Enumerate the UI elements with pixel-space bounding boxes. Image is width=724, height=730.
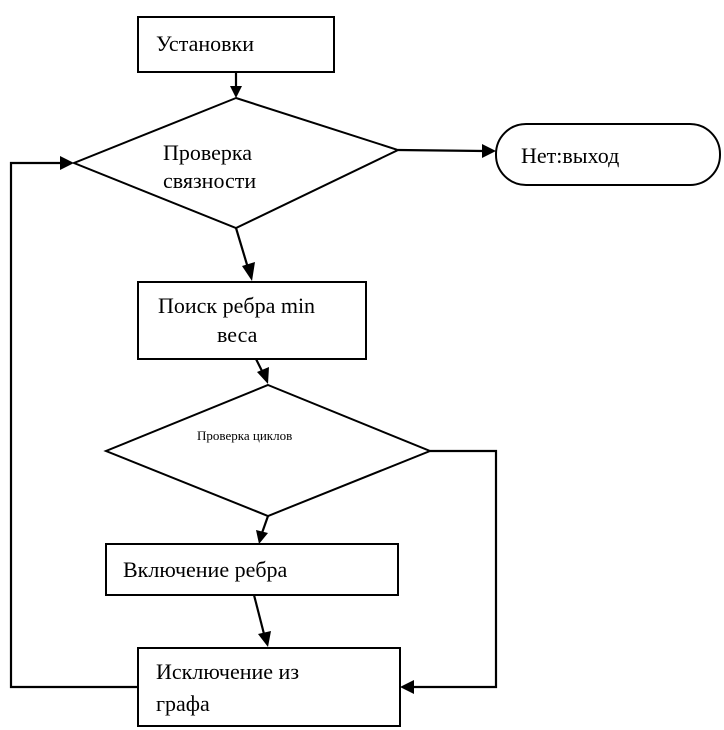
node-include-edge-label: Включение ребра <box>123 557 288 582</box>
arrowhead <box>257 367 269 384</box>
node-exclude-from-graph-label-line1: Исключение из <box>156 659 299 684</box>
node-exclude-from-graph-label-line2: графа <box>156 691 210 716</box>
arrowhead <box>256 530 268 544</box>
node-connectivity-check-label-line1: Проверка <box>163 140 252 165</box>
node-min-edge-search: Поиск ребра min веса <box>137 281 367 360</box>
connector-include-to-exclude <box>252 594 266 635</box>
node-exit: Нет:выход <box>495 123 721 186</box>
arrowhead <box>400 680 414 694</box>
connector-check-to-exit <box>397 148 485 153</box>
node-connectivity-check-label-line2: связности <box>163 168 256 193</box>
node-include-edge: Включение ребра <box>105 543 399 596</box>
arrowhead <box>482 144 496 158</box>
connector-cycle-to-include <box>260 515 270 534</box>
connector-check-to-search <box>234 227 250 269</box>
node-cycle-check: Проверка циклов <box>103 383 433 518</box>
node-cycle-check-label: Проверка циклов <box>197 428 292 443</box>
node-exit-label: Нет:выход <box>521 143 619 168</box>
arrowhead <box>258 631 271 647</box>
node-exclude-from-graph: Исключение из графа <box>137 647 401 727</box>
node-setup-label: Установки <box>156 31 254 56</box>
node-min-edge-search-label-line2: веса <box>217 322 258 347</box>
connector-cycle-bypass <box>412 449 498 689</box>
arrowhead <box>242 262 255 281</box>
node-connectivity-check: Проверка связности <box>71 96 401 230</box>
node-setup: Установки <box>137 16 335 73</box>
node-min-edge-search-label-line1: Поиск ребра min <box>158 293 315 318</box>
arrowhead <box>60 156 74 170</box>
connector-loop-back <box>9 161 138 689</box>
arrowhead <box>230 86 242 98</box>
connectors <box>9 72 498 694</box>
